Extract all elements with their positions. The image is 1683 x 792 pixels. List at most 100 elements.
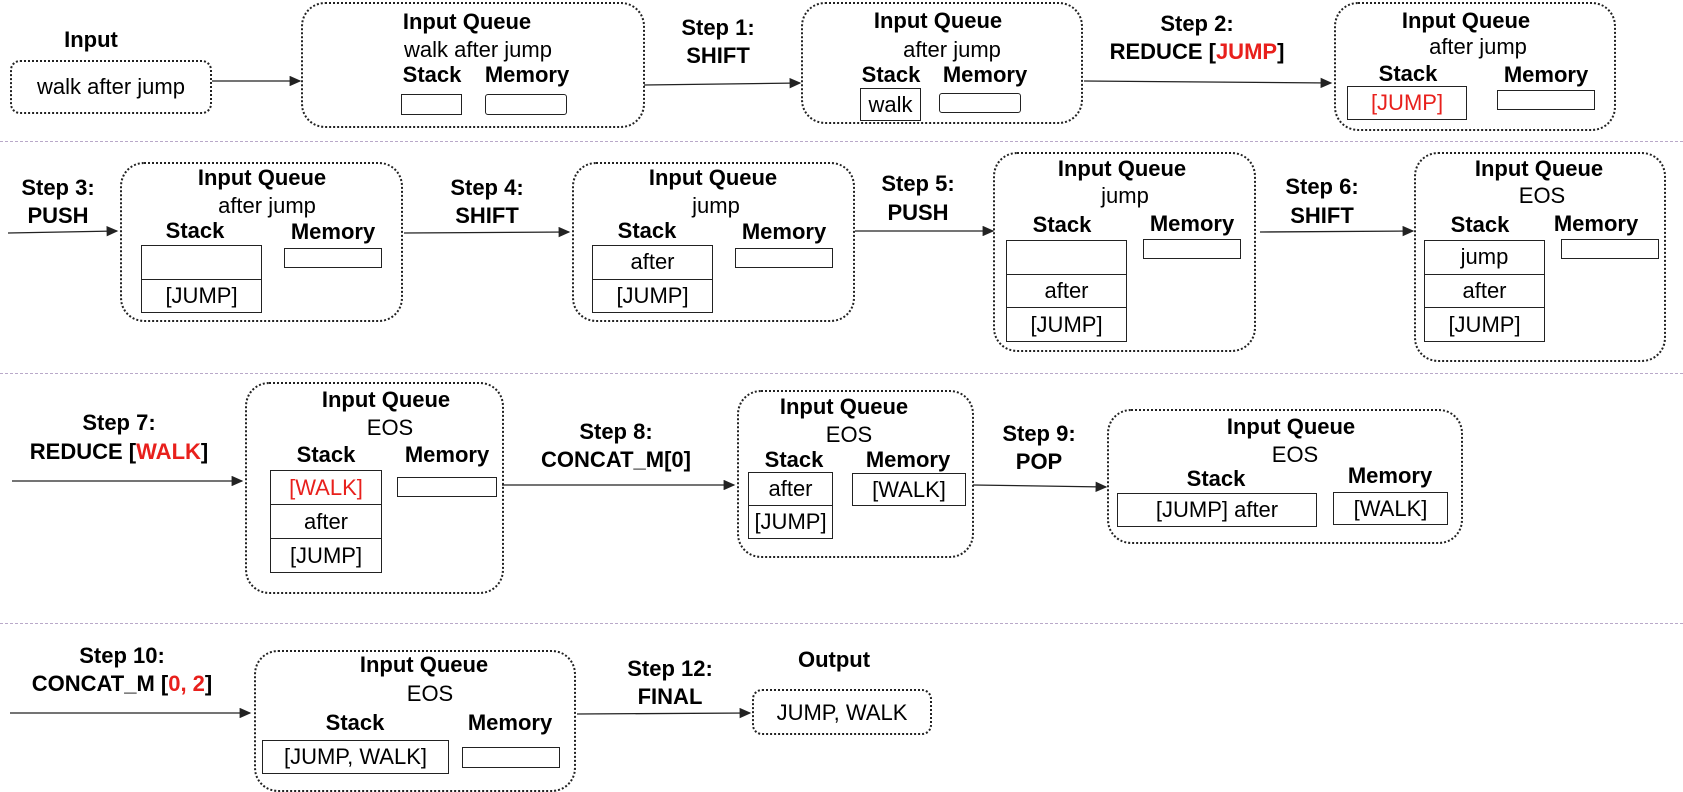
queue-heading: Input Queue [648, 165, 778, 190]
stack-heading: Stack [1378, 61, 1438, 86]
stack: [WALK] after [JUMP] [270, 470, 382, 573]
arrow [7, 225, 119, 237]
input-box [10, 60, 212, 114]
queue-content: jump [1101, 183, 1149, 208]
input-text: walk after jump [37, 74, 185, 99]
memory [397, 477, 497, 497]
step-action: PUSH [27, 203, 89, 228]
stack: [JUMP] after [1117, 493, 1317, 527]
stack-cell: after [1007, 273, 1126, 308]
stack-cell [1007, 241, 1126, 274]
queue-heading: Input Queue [873, 8, 1003, 33]
memory-heading: Memory [290, 219, 376, 244]
memory-heading: Memory [484, 62, 570, 87]
memory-heading: Memory [1503, 62, 1589, 87]
queue-content: EOS [825, 422, 873, 447]
state-box [1414, 152, 1666, 362]
memory-heading: Memory [1347, 463, 1433, 488]
stack-heading: Stack [1186, 466, 1246, 491]
step-label: Step 5: [881, 171, 955, 196]
stack: [JUMP] [1347, 86, 1467, 120]
stack-cell: [JUMP] after [1155, 497, 1279, 522]
queue-content: EOS [406, 681, 454, 706]
stack: [JUMP] [141, 245, 262, 313]
queue-content: walk after jump [404, 37, 552, 62]
stack: jump after [JUMP] [1424, 240, 1545, 342]
memory-heading: Memory [865, 447, 951, 472]
queue-heading: Input Queue [779, 394, 909, 419]
state-box [254, 650, 576, 792]
memory [1497, 90, 1595, 110]
memory [462, 747, 560, 768]
memory-heading: Memory [1149, 211, 1235, 236]
state-box [737, 390, 974, 558]
output-heading: Output [797, 647, 871, 672]
output-box [752, 689, 932, 735]
arrow [403, 226, 571, 238]
queue-heading: Input Queue [197, 165, 327, 190]
queue-content: EOS [1518, 183, 1566, 208]
memory [284, 248, 382, 268]
stack-heading: Stack [402, 62, 462, 87]
queue-heading: Input Queue [359, 652, 489, 677]
memory-heading: Memory [1553, 211, 1639, 236]
stack-cell: jump [1460, 244, 1509, 270]
step-action: REDUCE [JUMP] [1109, 39, 1285, 64]
stack-heading: Stack [165, 218, 225, 243]
step-action: CONCAT_M [0, 2] [31, 671, 213, 696]
stack-cell [142, 246, 261, 279]
arrow [643, 77, 802, 89]
stack: after [JUMP] [592, 245, 713, 313]
stack-heading: Stack [1450, 212, 1510, 237]
step-label: Step 4: [450, 175, 524, 200]
queue-content: EOS [1271, 442, 1319, 467]
step-label: Step 9: [1002, 421, 1076, 446]
step-action: POP [1015, 449, 1063, 474]
state-box [245, 382, 504, 594]
arrow [1083, 77, 1333, 89]
state-box [120, 162, 403, 322]
stack-cell: walk [868, 91, 913, 117]
input-heading: Input [64, 27, 118, 52]
memory: [WALK] [852, 473, 966, 506]
state-box [993, 152, 1256, 352]
stack-cell: [WALK] [289, 474, 363, 500]
memory [735, 248, 833, 268]
arrow [1259, 225, 1415, 237]
stack-heading: Stack [764, 447, 824, 472]
stack-cell: [JUMP] [749, 505, 832, 538]
stack-cell: [JUMP] [271, 538, 381, 572]
step-action: FINAL [637, 684, 703, 709]
state-box [801, 2, 1083, 124]
step-label: Step 6: [1285, 174, 1359, 199]
stack: [JUMP, WALK] [262, 740, 449, 774]
state-box [301, 2, 645, 128]
stack: after [JUMP] [748, 472, 833, 539]
output-text: JUMP, WALK [776, 700, 908, 725]
stack-cell: [JUMP] [1370, 90, 1444, 115]
memory [485, 94, 567, 115]
step-action: SHIFT [1290, 203, 1354, 228]
step-label: Step 3: [21, 175, 95, 200]
queue-heading: Input Queue [1057, 156, 1187, 181]
queue-heading: Input Queue [402, 9, 532, 34]
row-separator [0, 141, 1683, 142]
memory-heading: Memory [741, 219, 827, 244]
stack-heading: Stack [861, 62, 921, 87]
stack-cell: [JUMP] [142, 278, 261, 313]
queue-heading: Input Queue [1474, 156, 1604, 181]
step-action: PUSH [887, 200, 949, 225]
step-label: Step 12: [627, 656, 713, 681]
step-label: Step 8: [579, 419, 653, 444]
state-box [1107, 409, 1463, 544]
memory [1143, 239, 1241, 259]
memory: [WALK] [1333, 492, 1448, 525]
stack-heading: Stack [296, 442, 356, 467]
stack-cell: after [271, 504, 381, 538]
stack: walk [860, 88, 921, 121]
queue-content: after jump [903, 37, 1001, 62]
row-separator [0, 623, 1683, 624]
stack-cell: [JUMP, WALK] [283, 744, 428, 769]
